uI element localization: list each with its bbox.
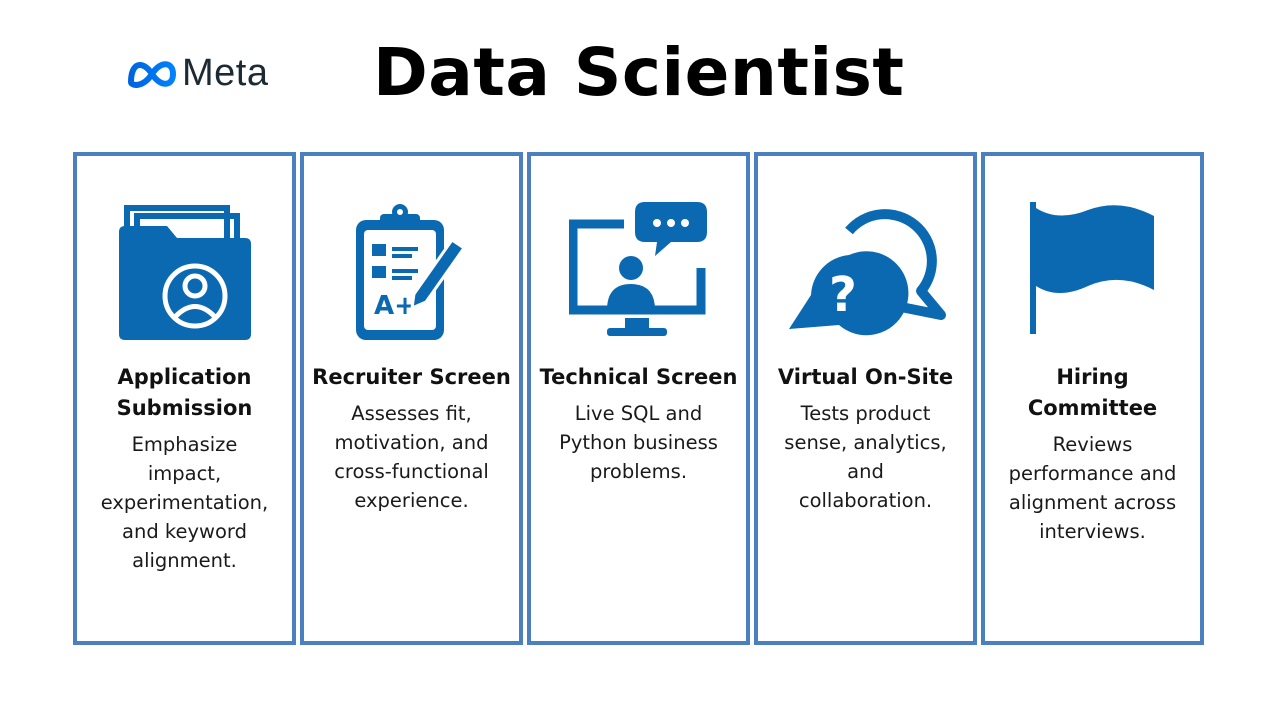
stage-card-recruiter-screen: A+ Recruiter Screen Assesses fit, motiva… [300, 152, 523, 645]
stage-title: Application Submission [116, 365, 253, 420]
clipboard-checklist-icon: A+ [322, 202, 502, 342]
logo-text: Meta [182, 52, 269, 94]
stage-title: Technical Screen [539, 365, 738, 389]
stage-card-hiring-committee: Hiring Committee Reviews performance and… [981, 152, 1204, 645]
meta-logo: Meta [126, 52, 268, 95]
stage-description: Live SQL and Python business problems. [559, 402, 718, 483]
folder-user-icon [95, 202, 275, 342]
svg-text:A+: A+ [374, 291, 416, 321]
stage-card-technical-screen: Technical Screen Live SQL and Python bus… [527, 152, 750, 645]
stage-title: Virtual On-Site [777, 365, 954, 389]
question-speech-bubble-icon: ? [776, 202, 956, 342]
flag-icon [1003, 202, 1183, 342]
stage-title: Hiring Committee [1027, 365, 1158, 420]
stage-title: Recruiter Screen [312, 365, 511, 389]
stage-description: Emphasize impact, experimentation, and k… [100, 433, 269, 572]
svg-text:?: ? [829, 267, 857, 323]
stage-description: Reviews performance and alignment across… [1008, 433, 1177, 543]
meta-infinity-icon [128, 60, 176, 88]
stage-description: Assesses fit, motivation, and cross-func… [334, 402, 489, 512]
stage-description: Tests product sense, analytics, and coll… [784, 402, 947, 512]
stage-card-application-submission: Application Submission Emphasize impact,… [73, 152, 296, 645]
monitor-chat-icon [549, 202, 729, 342]
page-title: Data Scientist [373, 34, 905, 111]
stage-card-virtual-on-site: ? Virtual On-Site Tests product sense, a… [754, 152, 977, 645]
